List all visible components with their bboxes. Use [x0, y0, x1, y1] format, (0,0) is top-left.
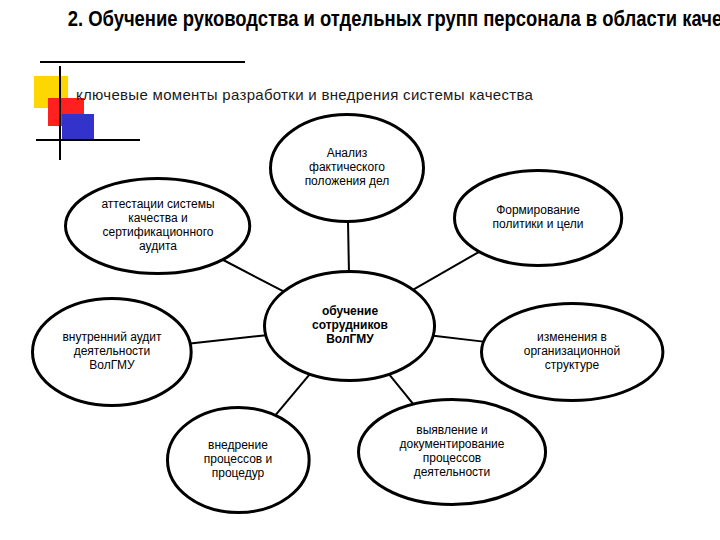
connector-line — [275, 374, 310, 415]
title-rule — [40, 61, 245, 63]
connector-line — [190, 335, 266, 343]
connector-line — [223, 260, 284, 292]
node-text-holder: изменения в организационной структуре — [512, 331, 632, 372]
node-text-holder: обучение сотрудников ВолГМУ — [294, 305, 406, 346]
connector-line — [347, 221, 350, 271]
ellipse-node: Формирование политики и цели — [453, 169, 623, 267]
vertical-rule — [59, 66, 61, 160]
connector-line — [413, 252, 479, 290]
ellipse-node: Анализ фактического положения дел — [269, 113, 425, 223]
node-label: выявление и документирование процессов д… — [390, 424, 514, 479]
ellipse-shape — [265, 272, 435, 381]
connector-line — [434, 336, 484, 342]
ellipse-node: внедрение процессов и процедур — [166, 406, 311, 514]
ellipse-node: аттестации системы качества и сертификац… — [64, 177, 251, 275]
title-row: 2. Обучение руководства и отдельных груп… — [0, 6, 720, 32]
subtitle: ключевые моменты разработки и внедрения … — [76, 86, 533, 103]
connector-line — [389, 374, 413, 404]
ellipse-shape — [271, 115, 424, 222]
ellipse-node: внутренний аудит деятельности ВолГМУ — [31, 297, 193, 407]
ellipse-shape — [66, 179, 250, 274]
ellipse-shape — [454, 171, 621, 266]
node-label: обучение сотрудников ВолГМУ — [294, 305, 406, 346]
ellipse-shape — [481, 304, 662, 401]
ellipse-node: обучение сотрудников ВолГМУ — [263, 270, 436, 382]
ellipse-shape — [167, 408, 309, 513]
ellipse-shape — [358, 400, 545, 505]
node-text-holder: внутренний аудит деятельности ВолГМУ — [60, 331, 164, 372]
ellipse-shape — [33, 299, 192, 406]
slide-title: 2. Обучение руководства и отдельных груп… — [68, 6, 720, 32]
node-text-holder: аттестации системы качества и сертификац… — [97, 198, 219, 253]
ellipse-node: изменения в организационной структуре — [480, 302, 664, 402]
blue-square — [62, 114, 94, 140]
node-text-holder: Формирование политики и цели — [483, 204, 593, 232]
node-label: изменения в организационной структуре — [512, 331, 632, 372]
node-text-holder: выявление и документирование процессов д… — [390, 424, 514, 479]
horizontal-rule — [36, 139, 140, 141]
node-label: Анализ фактического положения дел — [297, 147, 397, 188]
node-label: Формирование политики и цели — [483, 204, 593, 232]
node-label: аттестации системы качества и сертификац… — [97, 198, 219, 253]
node-label: внедрение процессов и процедур — [192, 439, 284, 480]
ellipse-node: выявление и документирование процессов д… — [357, 398, 547, 506]
node-text-holder: внедрение процессов и процедур — [192, 439, 284, 480]
node-text-holder: Анализ фактического положения дел — [297, 147, 397, 188]
node-label: внутренний аудит деятельности ВолГМУ — [60, 331, 164, 372]
